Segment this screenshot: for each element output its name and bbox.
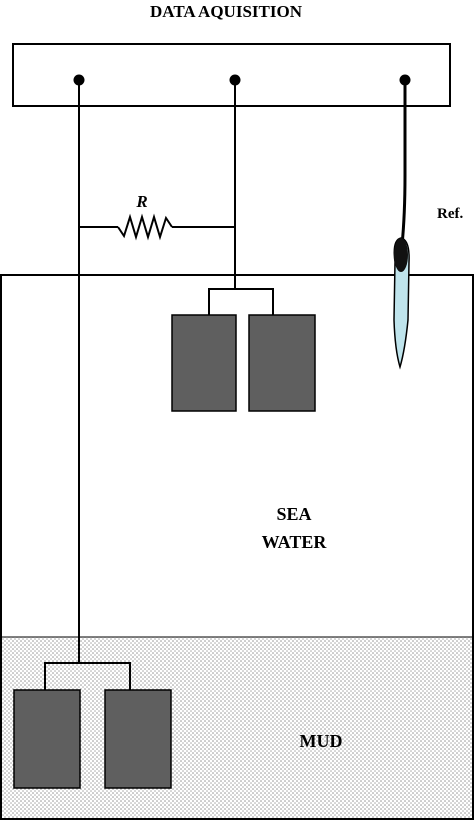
sea-electrode-right bbox=[248, 314, 316, 412]
terminal-middle-icon bbox=[229, 74, 241, 86]
mud-label: MUD bbox=[300, 731, 343, 751]
sea-electrode-left bbox=[171, 314, 237, 412]
sea-electrode-connector bbox=[208, 288, 274, 307]
sea-water-label-line2: WATER bbox=[262, 532, 328, 552]
reference-electrode-body bbox=[393, 237, 410, 370]
terminal-left-icon bbox=[73, 74, 85, 86]
sea-water-label-line1: SEA bbox=[276, 504, 311, 524]
resistor-icon bbox=[117, 213, 173, 241]
diagram-title: DATA AQUISITION bbox=[150, 2, 303, 21]
mud-electrode-connector bbox=[44, 662, 131, 690]
terminal-right-icon bbox=[399, 74, 411, 86]
mud-electrode-right bbox=[104, 689, 172, 789]
reference-electrode-tip-icon bbox=[394, 238, 408, 272]
resistor-label: R bbox=[135, 192, 147, 211]
mud-electrode-left bbox=[13, 689, 81, 789]
data-acquisition-box bbox=[12, 43, 451, 107]
reference-label: Ref. bbox=[437, 206, 463, 222]
